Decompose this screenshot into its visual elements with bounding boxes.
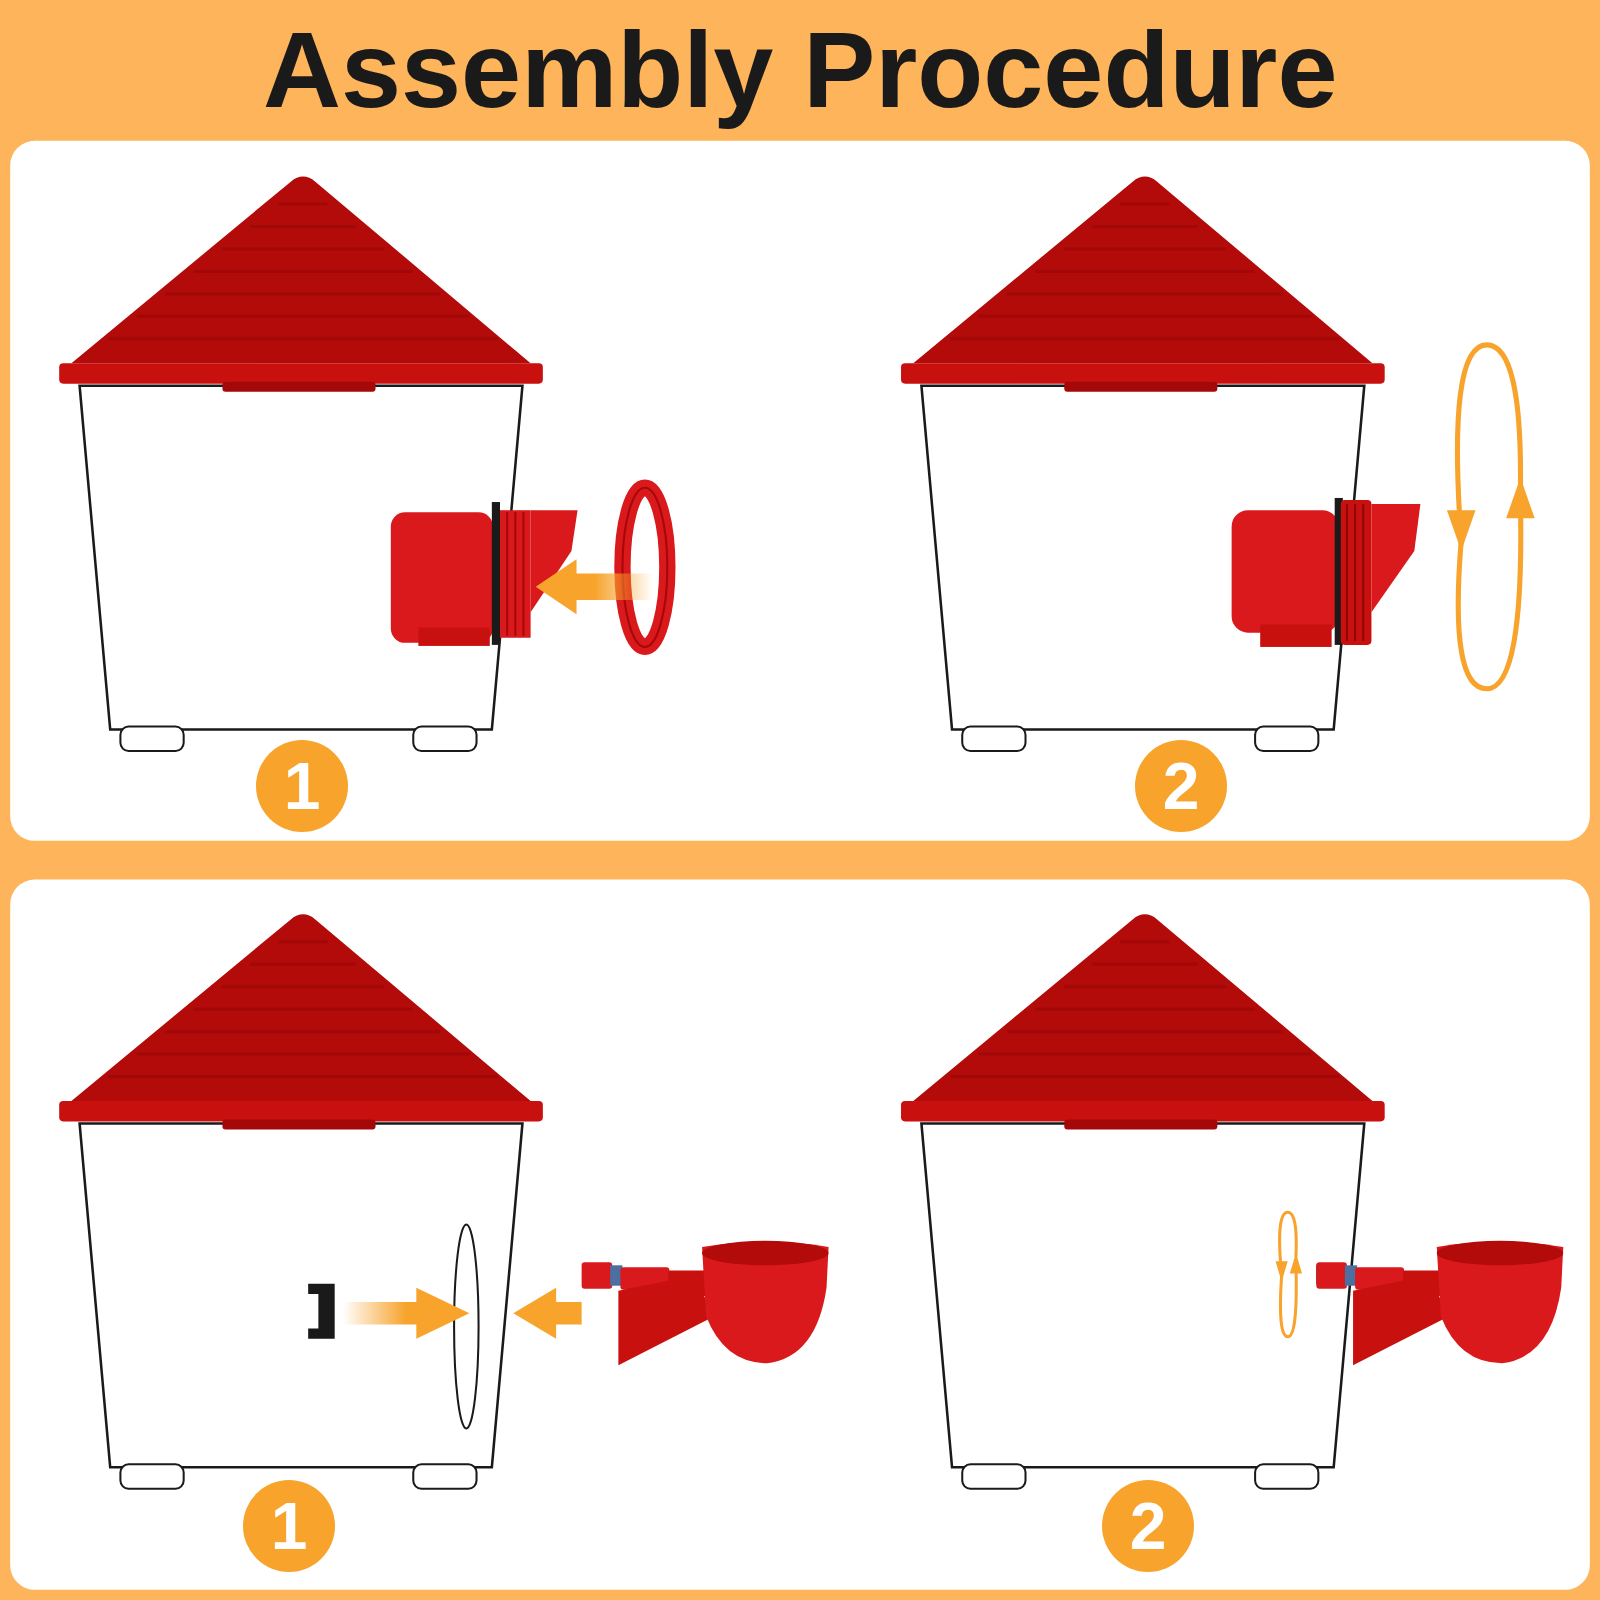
- callout-number: 2: [1102, 1480, 1194, 1572]
- callout-number: 1: [256, 740, 348, 832]
- callout-number: 2: [1135, 740, 1227, 832]
- callout-number: 1: [243, 1480, 335, 1572]
- title: Assembly Procedure: [263, 16, 1337, 124]
